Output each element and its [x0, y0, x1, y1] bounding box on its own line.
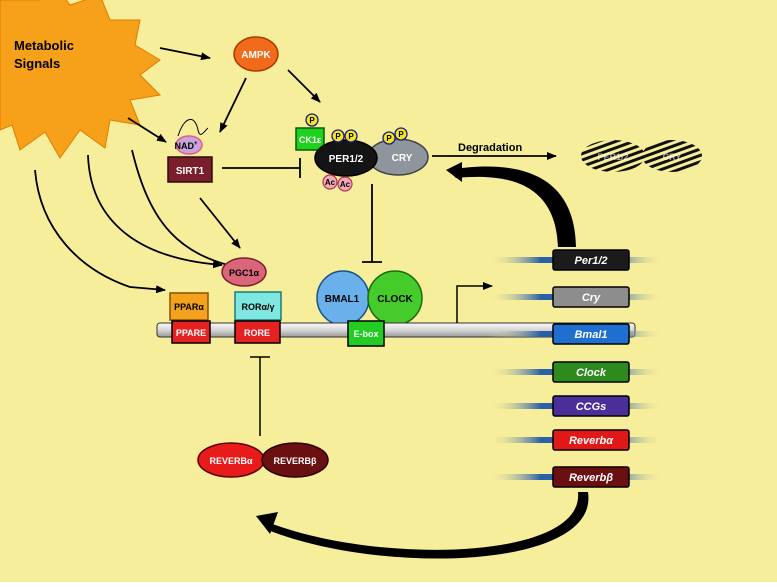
gene-label: Reverbα — [569, 435, 614, 447]
sirt1-node — [167, 156, 213, 183]
bmal1-label: BMAL1 — [325, 294, 360, 305]
ppare-element — [171, 320, 211, 344]
cry-label: CRY — [392, 153, 413, 164]
gene-ccgs: CCGs — [488, 395, 664, 417]
phospho-markers: P P P P P — [305, 113, 408, 145]
gene-box — [552, 466, 630, 488]
gene-cry: Cry — [488, 286, 664, 308]
svg-text:P: P — [309, 116, 315, 125]
acetyl-markers: Ac Ac — [322, 174, 353, 192]
reverb-inhibition — [250, 356, 270, 436]
ebox-label: E-box — [353, 329, 378, 339]
ebox-element — [347, 320, 385, 347]
rore-label: RORE — [244, 328, 270, 338]
nad-squiggle — [177, 119, 209, 137]
gene-reverb-: Reverbα — [488, 429, 664, 451]
ampk-label: AMPK — [241, 50, 271, 61]
reverb-a-label: REVERBα — [209, 456, 253, 466]
svg-text:Ac: Ac — [340, 180, 351, 189]
sirt1-label: SIRT1 — [176, 166, 205, 177]
metabolic-signals-line2: Signals — [14, 56, 60, 71]
rore-element — [234, 320, 281, 344]
signal-arrows — [34, 47, 321, 294]
gene-bmal1: Bmal1 — [488, 323, 664, 345]
gene-label: Clock — [576, 367, 607, 379]
pgc1-label: PGC1α — [229, 268, 260, 278]
svg-text:P: P — [398, 130, 404, 139]
nad-label: NAD+ — [174, 141, 198, 151]
reverb-b-label: REVERBβ — [273, 456, 317, 466]
degraded-per12 — [581, 140, 645, 172]
sirt1-inhibition — [222, 158, 301, 178]
gene-label: Reverbβ — [569, 472, 613, 484]
ck1-node — [295, 127, 325, 151]
gene-reverb-: Reverbβ — [488, 466, 664, 488]
svg-text:P: P — [386, 134, 392, 143]
reverb-feedback-arc — [268, 492, 589, 559]
gene-label: Cry — [582, 292, 601, 304]
reverb-b-node — [261, 442, 329, 478]
degradation-label: Degradation — [458, 142, 522, 154]
ampk-node — [233, 36, 279, 72]
gene-box — [552, 323, 630, 345]
gene-per1-2: Per1/2 — [488, 249, 664, 271]
ppare-label: PPARE — [176, 328, 206, 338]
transcription-arrow — [456, 282, 493, 323]
percry-inhibition — [362, 184, 382, 263]
per12-label: PER1/2 — [329, 154, 364, 165]
clock-label: CLOCK — [377, 294, 413, 305]
gene-box — [552, 429, 630, 451]
gene-label: CCGs — [576, 401, 607, 413]
ck1-label: CK1ε — [299, 135, 322, 145]
ror-label: RORα/γ — [241, 302, 274, 312]
gene-label: Bmal1 — [574, 329, 607, 341]
ppar-label: PPARα — [174, 302, 204, 312]
svg-text:Ac: Ac — [325, 178, 336, 187]
degraded-cry — [642, 140, 702, 172]
nad-node — [175, 135, 203, 155]
ppar-node — [169, 292, 209, 321]
gene-box — [552, 361, 630, 383]
gene-box — [552, 249, 630, 271]
svg-text:P: P — [335, 132, 341, 141]
gene-clock: Clock — [488, 361, 664, 383]
degraded-cry-label: CRY — [663, 152, 682, 162]
metabolic-signals-line1: Metabolic — [14, 38, 74, 53]
pgc1-node — [221, 257, 267, 287]
metabolic-signals-burst — [0, 0, 162, 159]
gene-box — [552, 395, 630, 417]
gene-box — [552, 286, 630, 308]
per-feedback-arc — [448, 166, 576, 247]
ror-node — [234, 291, 282, 321]
gene-label: Per1/2 — [574, 255, 607, 267]
svg-text:P: P — [348, 132, 354, 141]
degraded-per12-label: PER1/2 — [597, 152, 628, 162]
